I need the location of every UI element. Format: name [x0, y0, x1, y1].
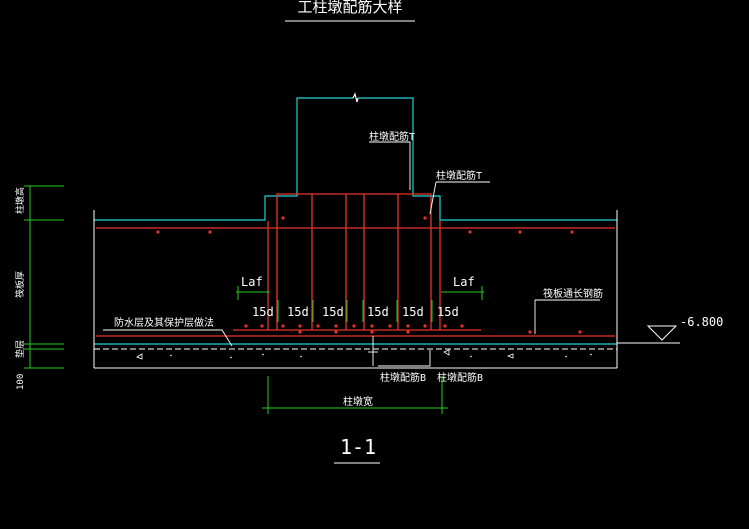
- dimension-text: Laf Laf 15d 15d 15d 15d 15d 15d: [241, 275, 475, 319]
- leader-lines: [103, 141, 600, 367]
- laf-right-label: Laf: [453, 275, 475, 289]
- label-pier-width: 柱墩宽: [343, 395, 373, 408]
- elevation-label: -6.800: [680, 315, 723, 329]
- label-pier-bottom-1: 柱墩配筋B: [380, 371, 426, 384]
- slab-outline: [93, 210, 618, 369]
- dim-15d-ticks: [277, 300, 433, 322]
- elevation-mark: [617, 325, 680, 344]
- label-pier-top-1: 柱墩配筋T: [369, 130, 415, 143]
- concrete-outline: [94, 92, 617, 345]
- laf-left-label: Laf: [241, 275, 263, 289]
- rebar-dots: [156, 216, 582, 334]
- label-cushion: 垫层: [14, 340, 26, 358]
- label-raft-rebar: 筏板通长钢筋: [543, 287, 603, 300]
- dim-15d-5: 15d: [402, 305, 424, 319]
- side-labels: 柱墩高 筏板厚 垫层 100: [14, 187, 26, 390]
- drawing-title: 工柱墩配筋大样: [297, 0, 402, 16]
- dim-15d-6: 15d: [437, 305, 459, 319]
- label-cushion-thickness: 100: [16, 374, 26, 390]
- label-pier-top-2: 柱墩配筋T: [436, 169, 482, 182]
- cushion-hatch: [136, 349, 593, 360]
- label-pier-height: 柱墩高: [14, 187, 26, 214]
- dimension-lines: [24, 185, 484, 414]
- dim-15d-4: 15d: [367, 305, 389, 319]
- section-mark: 1-1: [340, 435, 376, 459]
- dim-15d-2: 15d: [287, 305, 309, 319]
- label-waterproof: 防水层及其保护层做法: [114, 316, 214, 329]
- dim-15d-1: 15d: [252, 305, 274, 319]
- rebar-group: [96, 193, 615, 337]
- pier-top-stirrup: [276, 193, 432, 221]
- labels: 柱墩配筋T 柱墩配筋T 筏板通长钢筋 防水层及其保护层做法 柱墩配筋B 柱墩配筋…: [114, 130, 603, 408]
- label-raft-thickness: 筏板厚: [14, 271, 26, 298]
- dim-15d-3: 15d: [322, 305, 344, 319]
- label-pier-bottom-2: 柱墩配筋B: [437, 371, 483, 384]
